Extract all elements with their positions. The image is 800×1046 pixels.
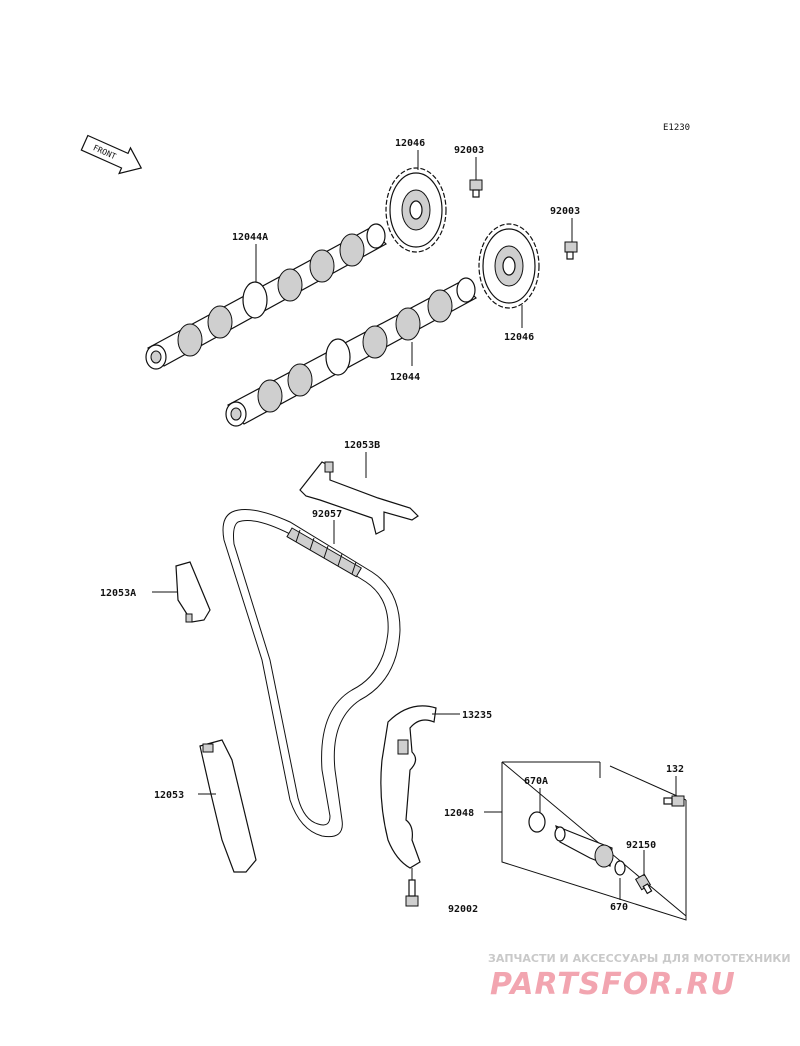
label-12044: 12044 xyxy=(390,372,420,383)
label-12053b: 12053B xyxy=(344,440,380,451)
label-92003-right: 92003 xyxy=(550,206,580,217)
o-ring-670a[interactable] xyxy=(528,811,546,833)
watermark-tagline: ЗАПЧАСТИ И АКСЕССУАРЫ ДЛЯ МОТОТЕХНИКИ xyxy=(488,952,791,965)
label-92150: 92150 xyxy=(626,840,656,851)
label-12053: 12053 xyxy=(154,790,184,801)
label-12053a: 12053A xyxy=(100,588,136,599)
label-12046-right: 12046 xyxy=(504,332,534,343)
cam-sprocket-top[interactable] xyxy=(385,167,447,253)
label-13235: 13235 xyxy=(462,710,492,721)
chain-guide-12053b[interactable] xyxy=(299,461,419,535)
bolt-92003-top[interactable] xyxy=(469,179,483,198)
diagram-code: E1230 xyxy=(663,123,690,133)
bolt-92150[interactable] xyxy=(634,873,653,895)
gasket-670[interactable] xyxy=(614,860,626,876)
label-92057: 92057 xyxy=(312,509,342,520)
cam-chain[interactable] xyxy=(222,509,401,838)
watermark-logo: PARTSFOR.RU xyxy=(490,967,736,1002)
label-92003-top: 92003 xyxy=(454,145,484,156)
camshaft-12044a[interactable] xyxy=(145,223,387,370)
bolt-92003-right[interactable] xyxy=(564,241,578,260)
chain-guide-12053a[interactable] xyxy=(175,561,211,623)
chain-tensioner-guide-13235[interactable] xyxy=(380,705,437,869)
label-92002: 92002 xyxy=(448,904,478,915)
label-132: 132 xyxy=(666,764,684,775)
chain-tensioner-body[interactable] xyxy=(554,825,614,868)
label-12048: 12048 xyxy=(444,808,474,819)
bolt-132[interactable] xyxy=(663,795,685,807)
label-12044a: 12044A xyxy=(232,232,268,243)
bolt-92002[interactable] xyxy=(405,879,419,907)
front-arrow-icon: FRONT xyxy=(80,134,143,175)
label-670a: 670A xyxy=(524,776,548,787)
label-670: 670 xyxy=(610,902,628,913)
chain-guide-12053[interactable] xyxy=(199,739,257,873)
label-12046-top: 12046 xyxy=(395,138,425,149)
cam-sprocket-right[interactable] xyxy=(478,223,540,309)
camshaft-12044[interactable] xyxy=(225,277,477,427)
